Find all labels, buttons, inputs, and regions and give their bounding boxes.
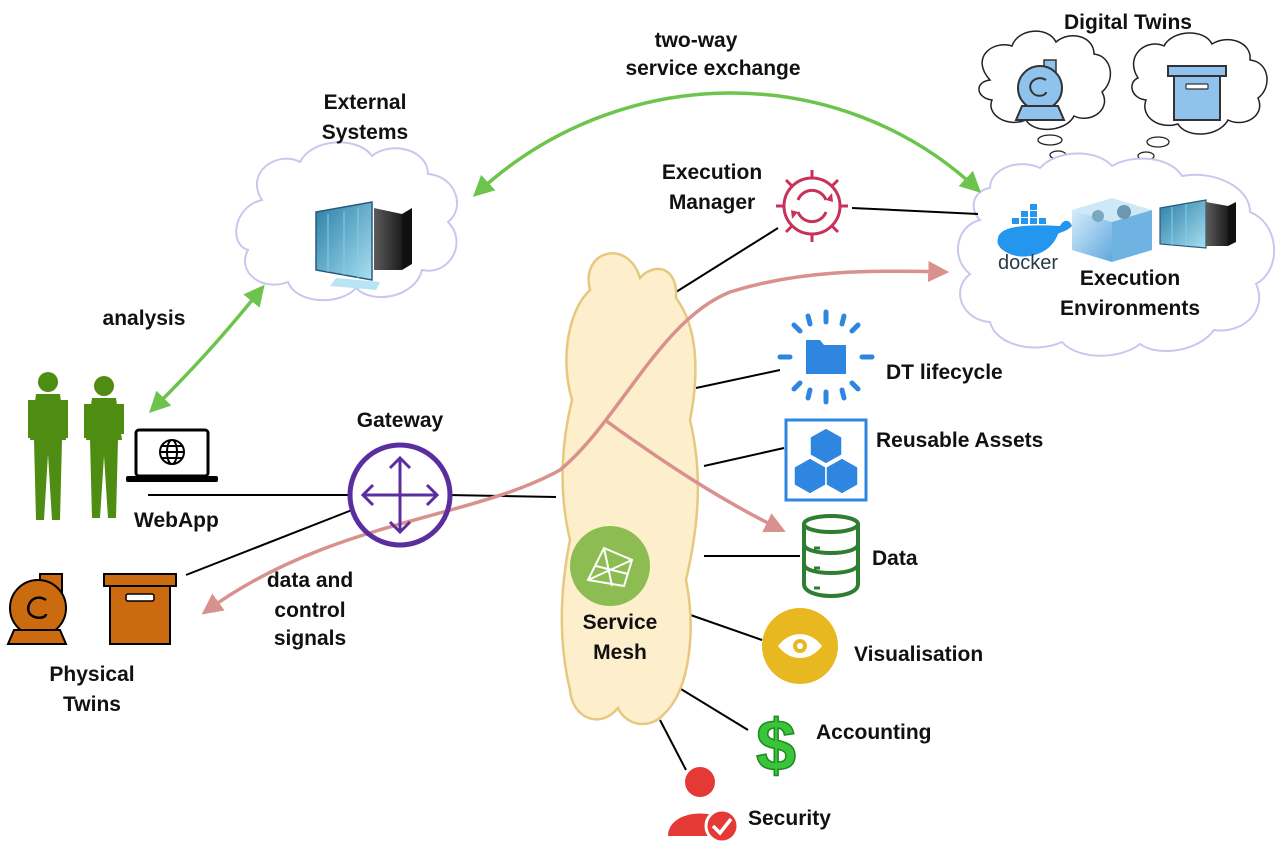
two-way-service-exchange-arrow	[472, 91, 982, 197]
execution-environments-label-line2: Environments	[1059, 297, 1201, 320]
docker-whale-icon	[997, 204, 1072, 257]
security-user-icon	[668, 767, 740, 843]
service-mesh-label-line2: Mesh	[593, 641, 647, 664]
external-systems-label-line1: External	[323, 91, 407, 114]
gateway-label: Gateway	[356, 409, 444, 432]
digital-twin-pump-icon	[1014, 59, 1066, 121]
data-signals-label-line3: signals	[273, 627, 347, 650]
visualisation-eye-icon	[762, 608, 838, 684]
data-signals-label-line1: data and	[266, 569, 354, 592]
reusable-assets-label: Reusable Assets	[876, 429, 1044, 452]
security-label: Security	[748, 807, 831, 830]
data-database-icon	[802, 514, 860, 598]
webapp-label: WebApp	[134, 509, 219, 532]
service-mesh-label-line1: Service	[582, 611, 658, 634]
external-computer-icon	[315, 201, 412, 290]
execution-manager-label-line2: Manager	[668, 191, 756, 214]
visualisation-label: Visualisation	[854, 643, 984, 666]
physical-twin-pump-icon	[6, 573, 68, 645]
data-label: Data	[872, 547, 918, 570]
data-flow-arrow	[603, 418, 786, 533]
external-systems-label-line2: Systems	[321, 121, 409, 144]
two-way-label-line2: service exchange	[625, 57, 801, 80]
physical-twins-label-line2: Twins	[63, 693, 121, 716]
docker-label: docker	[997, 252, 1059, 274]
execution-manager-gear-icon	[776, 170, 848, 242]
digital-twins-label: Digital Twins	[1064, 11, 1192, 34]
service-mesh-icon	[570, 526, 650, 606]
physical-twins-label-line1: Physical	[49, 663, 135, 686]
laptop-icon	[126, 428, 218, 482]
gateway-icon	[347, 442, 453, 548]
execution-manager-label-line1: Execution	[661, 161, 763, 184]
svg-text:$: $	[756, 706, 796, 786]
dt-lifecycle-label: DT lifecycle	[886, 361, 1003, 384]
digital-twin-box-icon	[1167, 65, 1227, 121]
execution-environments-label-line1: Execution	[1079, 267, 1181, 290]
reusable-assets-icon	[784, 418, 868, 502]
physical-twin-box-icon	[103, 573, 177, 645]
dt-lifecycle-icon	[777, 309, 875, 405]
two-way-label-line1: two-way	[654, 29, 738, 52]
accounting-dollar-icon: $	[755, 705, 797, 787]
users-icon	[28, 372, 124, 520]
data-signals-label-line2: control	[274, 599, 346, 622]
accounting-label: Accounting	[816, 721, 932, 744]
virtual-machine-cubes-icon	[1072, 198, 1152, 262]
execution-computer-icon	[1159, 199, 1236, 249]
analysis-label: analysis	[102, 307, 186, 330]
